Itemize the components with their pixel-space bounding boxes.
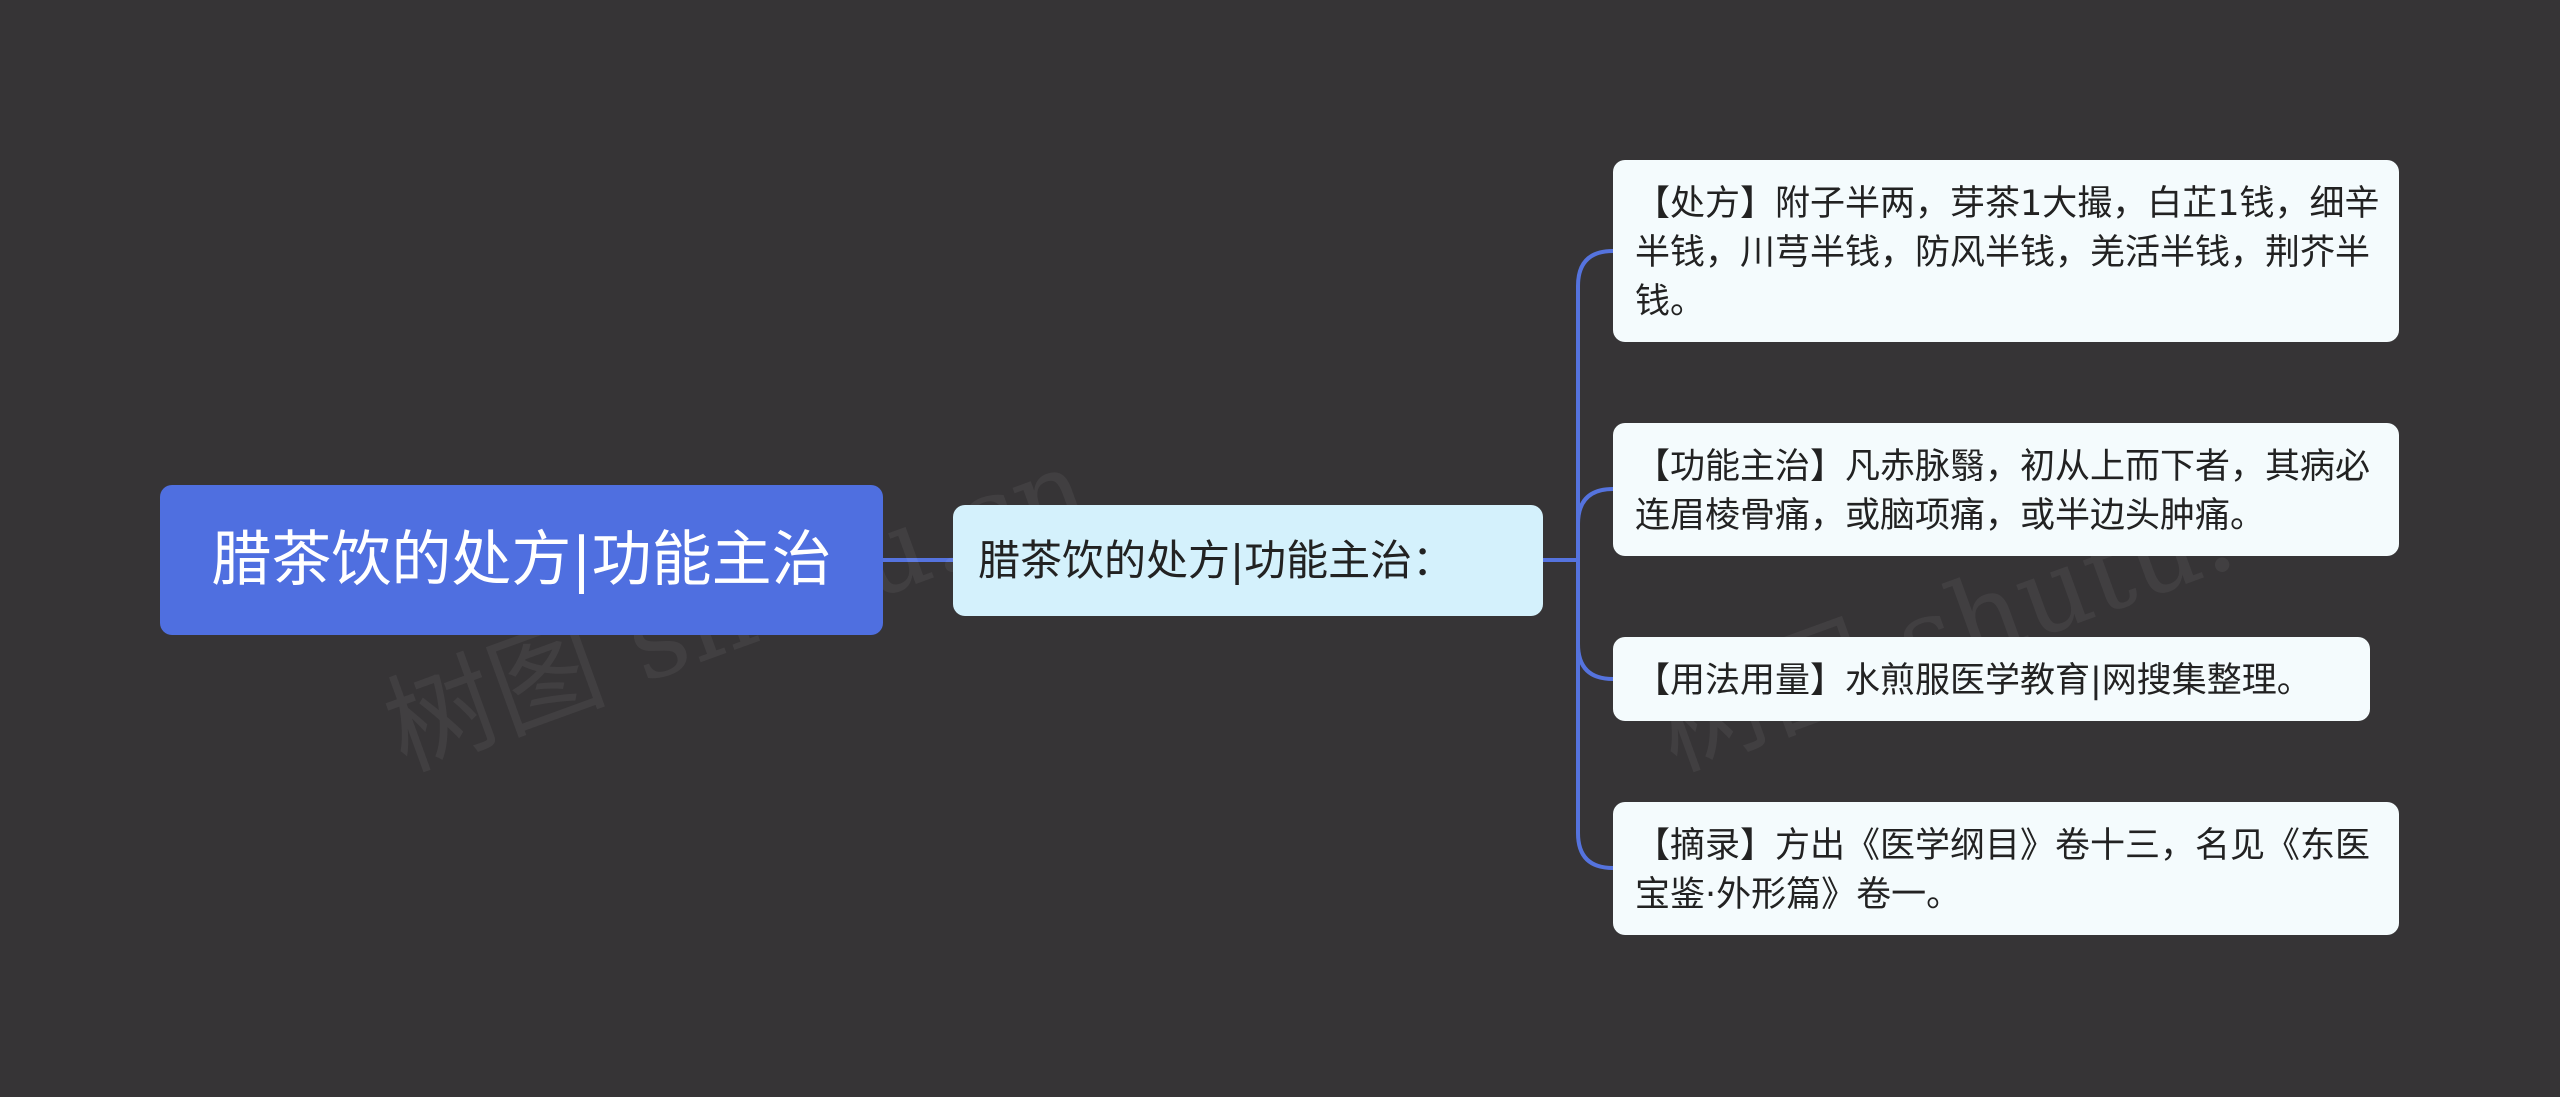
root-topic[interactable]: 腊茶饮的处方|功能主治	[160, 485, 883, 635]
leaf-usage[interactable]: 【用法用量】水煎服医学教育|网搜集整理。	[1613, 637, 2370, 721]
connector-to-leaf-indications	[1576, 487, 1614, 525]
connector-trunk	[1576, 249, 1614, 870]
leaf-indications[interactable]: 【功能主治】凡赤脉翳，初从上而下者，其病必连眉棱骨痛，或脑项痛，或半边头肿痛。	[1613, 423, 2399, 556]
connector-to-leaf-usage	[1576, 643, 1614, 681]
subtopic-node[interactable]: 腊茶饮的处方|功能主治：	[953, 505, 1543, 616]
leaf-excerpt[interactable]: 【摘录】方出《医学纲目》卷十三，名见《东医宝鉴·外形篇》卷一。	[1613, 802, 2399, 935]
leaf-prescription[interactable]: 【处方】附子半两，芽茶1大撮，白芷1钱，细辛半钱，川芎半钱，防风半钱，羌活半钱，…	[1613, 160, 2399, 342]
